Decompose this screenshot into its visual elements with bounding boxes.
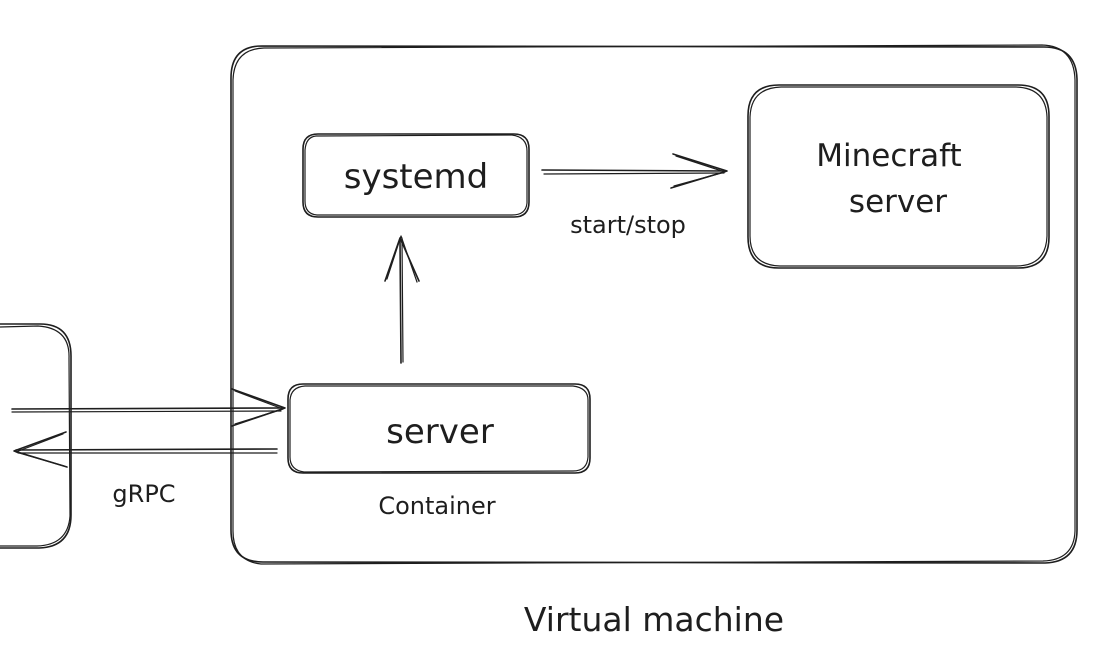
arrow-systemd-to-minecraft xyxy=(541,153,728,189)
arrow-server-to-client xyxy=(13,431,278,468)
server-node: server xyxy=(287,383,591,474)
systemd-label: systemd xyxy=(344,157,489,197)
container-label: Container xyxy=(378,492,495,520)
virtual-machine-box xyxy=(230,44,1078,565)
start-stop-label: start/stop xyxy=(570,211,686,239)
minecraft-server-node: Minecraft server xyxy=(747,84,1050,269)
minecraft-label-line1: Minecraft xyxy=(816,138,961,174)
client-box xyxy=(0,323,72,549)
arrow-server-to-systemd xyxy=(384,235,420,364)
grpc-label: gRPC xyxy=(112,480,175,508)
virtual-machine-label: Virtual machine xyxy=(524,600,784,639)
systemd-node: systemd xyxy=(302,133,530,218)
arrow-client-to-server xyxy=(11,388,286,427)
server-label: server xyxy=(386,412,494,452)
minecraft-label-line2: server xyxy=(849,184,947,220)
